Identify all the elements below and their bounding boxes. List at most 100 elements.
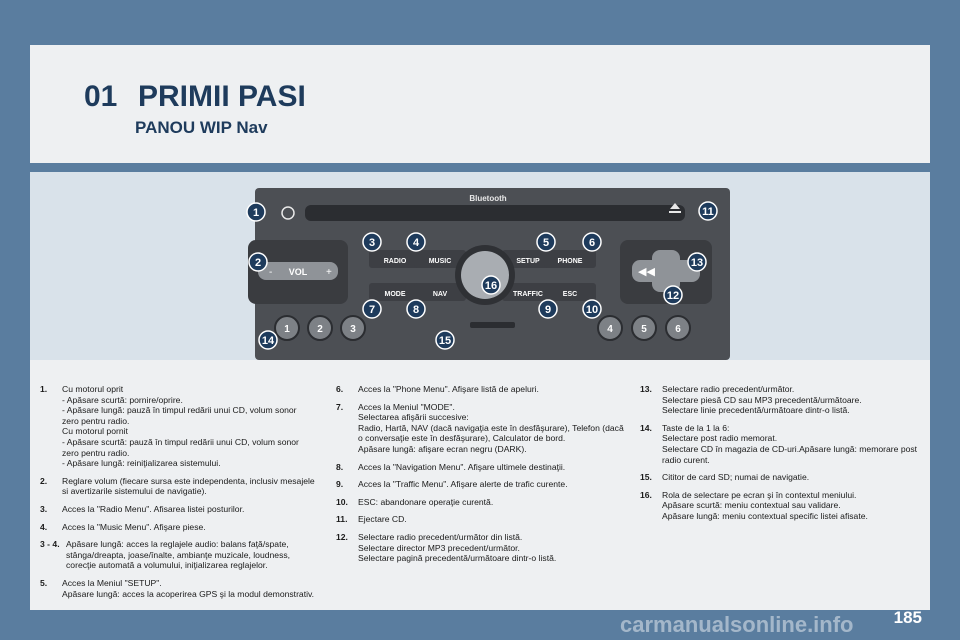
callout-10 (582, 299, 602, 319)
legend-item: 3.Acces la "Radio Menu". Afisarea listei… (40, 504, 315, 515)
watermark: carmanualsonline.info (620, 612, 854, 637)
function-button-label: SETUP (516, 258, 540, 265)
rewind-icon: ◀◀ (638, 266, 655, 278)
preset-button[interactable] (274, 315, 300, 341)
legend-column-2: 6.Acces la "Phone Menu". Afişare listă d… (336, 384, 626, 571)
legend-text: Acces la "Navigation Menu". Afişare ulti… (358, 461, 566, 472)
function-button-label: ESC (563, 291, 577, 298)
callout-label: 8 (413, 304, 419, 316)
preset-button[interactable] (631, 315, 657, 341)
function-button[interactable] (544, 250, 596, 268)
legend-text: Acces la "Traffic Menu". Afişare alerte … (358, 479, 568, 490)
legend-number: 16. (640, 489, 652, 500)
callout-label: 6 (589, 237, 595, 249)
legend-number: 7. (336, 401, 344, 412)
function-button[interactable] (414, 250, 466, 268)
legend-text: Taste de la 1 la 6: Selectare post radio… (662, 422, 918, 465)
cd-slot (305, 205, 685, 221)
function-button[interactable] (369, 283, 421, 301)
legend-item: 4.Acces la "Music Menu". Afişare piese. (40, 522, 315, 533)
callout-label: 7 (369, 304, 375, 316)
callout-14 (258, 330, 278, 350)
bluetooth-label: Bluetooth (469, 194, 506, 203)
legend-item: 5.Acces la Meniul "SETUP". Apăsare lungă… (40, 578, 315, 599)
legend-number: 9. (336, 479, 344, 490)
legend-column-3: 13.Selectare radio precedent/următor. Se… (640, 384, 920, 529)
legend-item: 12. Selectare radio precedent/următor din… (336, 532, 626, 564)
legend-number: 6. (336, 384, 344, 394)
list-rocker (652, 250, 680, 292)
callout-label: 12 (667, 290, 679, 302)
power-icon (281, 206, 295, 220)
callout-15 (435, 330, 455, 350)
preset-label: 2 (317, 324, 323, 335)
header-panel (30, 45, 930, 163)
legend-number: 3. (40, 503, 48, 514)
legend-text: Ejectare CD. (358, 514, 407, 525)
legend-column-1: 1.Cu motorul oprit - Apăsare scurtă: por… (40, 384, 315, 606)
function-button-label: MUSIC (429, 258, 452, 265)
callout-4 (406, 232, 426, 252)
page-number: 185 (893, 608, 922, 627)
callout-label: 16 (485, 280, 497, 292)
vol-plus: + (326, 267, 332, 278)
eject-icon (670, 203, 680, 209)
legend-item: 1.Cu motorul oprit - Apăsare scurtă: por… (40, 384, 315, 469)
legend-number: 8. (336, 461, 344, 472)
legend-item: 13.Selectare radio precedent/următor. Se… (640, 384, 920, 416)
callout-9 (538, 299, 558, 319)
volume-rocker (258, 262, 338, 280)
function-button[interactable] (544, 283, 596, 301)
legend-item: 15. Cititor de card SD; numai de navigati… (640, 472, 920, 483)
preset-button[interactable] (665, 315, 691, 341)
legend-number: 5. (40, 577, 48, 588)
function-button[interactable] (414, 283, 466, 301)
legend-number: 10. (336, 496, 348, 507)
legend-text: Cititor de card SD; numai de navigatie. (662, 472, 810, 483)
legend-item: 9. Acces la "Traffic Menu". Afişare alert… (336, 479, 626, 490)
function-button[interactable] (502, 250, 554, 268)
callout-label: 5 (543, 237, 549, 249)
legend-text: Reglare volum (fiecare sursa este indepe… (62, 475, 315, 497)
preset-button[interactable] (597, 315, 623, 341)
legend-item: 6.Acces la "Phone Menu". Afişare listă d… (336, 384, 626, 395)
page-title: PRIMII PASI (138, 80, 306, 113)
callout-label: 9 (545, 304, 551, 316)
preset-button[interactable] (307, 315, 333, 341)
legend-text: Rola de selectare pe ecran şi în context… (662, 489, 868, 521)
legend-item: 10. ESC: abandonare operaţie curentă. (336, 497, 626, 508)
legend-item: 11. Ejectare CD. (336, 514, 626, 525)
callout-13 (687, 252, 707, 272)
callout-5 (536, 232, 556, 252)
legend-number: 12. (336, 531, 348, 542)
legend-number: 2. (40, 475, 48, 486)
legend-text: Apăsare lungă: acces la reglajele audio:… (66, 539, 291, 571)
preset-label: 4 (607, 324, 613, 335)
legend-number: 15. (640, 472, 652, 483)
legend-text: Selectare radio precedent/următor din li… (358, 531, 557, 564)
callout-16 (481, 275, 501, 295)
callout-3 (362, 232, 382, 252)
function-button-label: MODE (385, 291, 406, 298)
legend-item: 2. Reglare volum (fiecare sursa este inde… (40, 476, 315, 497)
legend-number: 11. (336, 514, 348, 525)
callout-label: 4 (413, 237, 420, 249)
callout-11 (698, 201, 718, 221)
callout-12 (663, 285, 683, 305)
function-button[interactable] (369, 250, 421, 268)
legend-text: Selectare radio precedent/următor. Selec… (662, 384, 862, 416)
callout-8 (406, 299, 426, 319)
legend-text: ESC: abandonare operaţie curentă. (358, 496, 494, 507)
callout-1 (246, 202, 266, 222)
preset-label: 3 (350, 324, 356, 335)
function-button[interactable] (502, 283, 554, 301)
function-button-label: TRAFFIC (513, 291, 543, 298)
vol-label: VOL (289, 267, 308, 277)
preset-button[interactable] (340, 315, 366, 341)
callout-6 (582, 232, 602, 252)
legend-item: 7.Acces la Meniul "MODE". Selectarea afi… (336, 402, 626, 455)
